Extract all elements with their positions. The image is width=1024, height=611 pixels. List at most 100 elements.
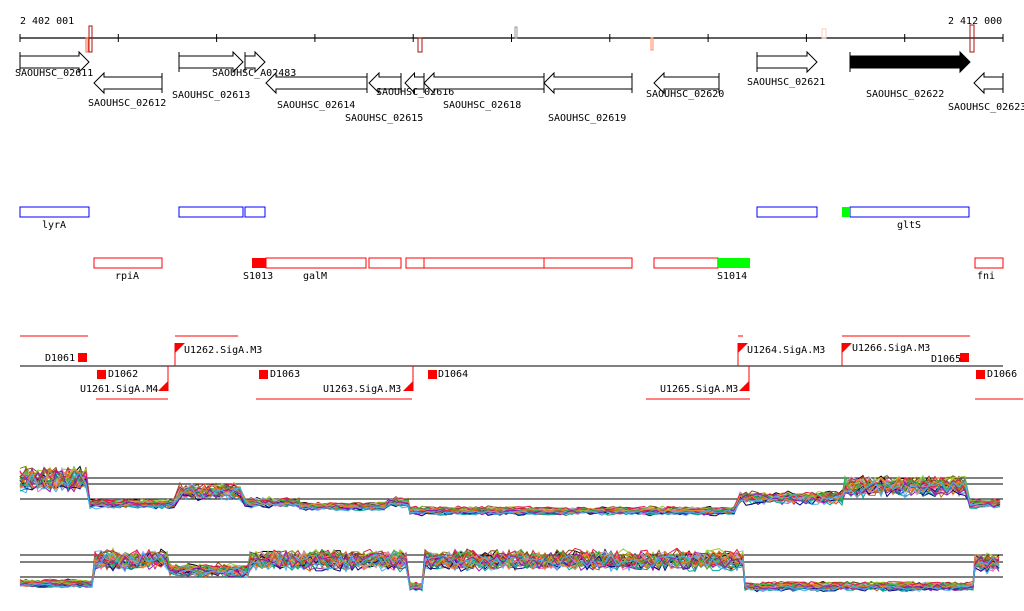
promoter-flag-icon: [175, 343, 185, 353]
gene-saouhsc_a02483[interactable]: SAOUHSC_A02483: [212, 50, 296, 79]
operon-box: [265, 257, 367, 269]
operon-box: [849, 206, 970, 218]
gene-arrow-icon: [368, 71, 402, 95]
operon-box: [19, 206, 90, 218]
feature-label[interactable]: D1064: [438, 369, 468, 380]
feature-label[interactable]: U1264.SigA.M3: [747, 345, 825, 356]
site-marker: [85, 37, 89, 53]
gene-saouhsc_02621[interactable]: SAOUHSC_02621: [747, 50, 825, 88]
feature-label[interactable]: D1061: [45, 353, 75, 364]
coordinate-ruler: 2 402 001 2 412 000: [19, 16, 1004, 53]
feature-label[interactable]: D1065: [931, 354, 961, 365]
gene-saouhsc_02616[interactable]: SAOUHSC_02616: [376, 71, 454, 98]
operon-label: S1013: [243, 271, 273, 282]
promoter-flag-icon: [158, 381, 168, 391]
site-marker: [88, 25, 93, 53]
site-marker: [969, 24, 975, 53]
operon-box: [653, 257, 719, 269]
terminator-marker: [976, 370, 985, 379]
promoter-flag-icon: [739, 381, 749, 391]
feature-label[interactable]: U1266.SigA.M3: [852, 343, 930, 354]
operon-box: [974, 257, 1004, 269]
operon-box: [756, 206, 818, 218]
gene-arrow-icon: [653, 71, 720, 95]
operon-label: rpiA: [115, 271, 139, 282]
expression-panel-bottom: [19, 546, 1003, 593]
gene-arrow-icon: [265, 71, 368, 95]
expression-trace: [19, 467, 1001, 514]
expression-trace: [19, 551, 1000, 593]
operon-label: S1014: [717, 271, 747, 282]
srna-box: [718, 258, 750, 268]
gene-label: SAOUHSC_A02483: [212, 68, 296, 79]
gene-saouhsc_02620[interactable]: SAOUHSC_02620: [646, 71, 724, 100]
terminator-marker: [78, 353, 87, 362]
gene-label: SAOUHSC_02622: [866, 89, 944, 100]
promoter-flag-icon: [403, 381, 413, 391]
gene-arrow-icon: [849, 50, 971, 74]
expression-trace: [19, 549, 1000, 592]
expression-trace: [19, 472, 1001, 516]
gene-label: SAOUHSC_02613: [172, 90, 250, 101]
gene-arrow-icon: [404, 71, 425, 95]
ruler-end-label: 2 412 000: [948, 16, 1002, 27]
gene-saouhsc_02612[interactable]: SAOUHSC_02612: [88, 71, 166, 109]
gene-arrow-icon: [178, 50, 244, 74]
operon-label: galM: [303, 271, 327, 282]
gene-arrow-icon: [93, 71, 163, 95]
site-marker: [514, 26, 518, 39]
gene-saouhsc_02619[interactable]: SAOUHSC_02619: [543, 71, 633, 124]
gene-arrow-icon: [973, 71, 1004, 95]
operon-box: [543, 257, 633, 269]
gene-arrow-icon: [543, 71, 633, 95]
gene-label: SAOUHSC_02611: [15, 68, 93, 79]
terminator-marker: [428, 370, 437, 379]
feature-label[interactable]: U1261.SigA.M4: [80, 384, 158, 395]
operon-box: [93, 257, 163, 269]
gene-saouhsc_02615[interactable]: SAOUHSC_02615: [345, 71, 423, 124]
gene-arrow-icon: [756, 50, 818, 74]
feature-label[interactable]: D1066: [987, 369, 1017, 380]
gene-saouhsc_02614[interactable]: SAOUHSC_02614: [265, 71, 368, 111]
site-marker: [650, 37, 654, 51]
site-marker: [417, 37, 423, 53]
gene-saouhsc_02623[interactable]: SAOUHSC_02623: [948, 71, 1024, 113]
site-marker: [821, 28, 827, 39]
gene-arrow-icon: [244, 50, 266, 74]
expression-panel-top: [19, 465, 1003, 517]
feature-label[interactable]: D1062: [108, 369, 138, 380]
forward-operon-track: lyrA gltS: [19, 206, 970, 231]
feature-label[interactable]: U1263.SigA.M3: [323, 384, 401, 395]
gene-track: SAOUHSC_02611SAOUHSC_02612SAOUHSC_02613S…: [15, 50, 1024, 124]
terminator-marker: [97, 370, 106, 379]
feature-label[interactable]: U1265.SigA.M3: [660, 384, 738, 395]
gene-label: SAOUHSC_02621: [747, 77, 825, 88]
gene-saouhsc_02613[interactable]: SAOUHSC_02613: [172, 50, 250, 101]
operon-box: [178, 206, 244, 218]
operon-label: gltS: [897, 220, 921, 231]
gene-arrow-icon: [423, 71, 545, 95]
gene-label: SAOUHSC_02623: [948, 102, 1024, 113]
operon-box: [423, 257, 545, 269]
promoter-flag-icon: [738, 343, 748, 353]
terminator-marker: [960, 353, 969, 362]
operon-box: [405, 257, 425, 269]
gene-label: SAOUHSC_02612: [88, 98, 166, 109]
gene-label: SAOUHSC_02620: [646, 89, 724, 100]
operon-label: lyrA: [42, 220, 66, 231]
feature-label[interactable]: D1063: [270, 369, 300, 380]
gene-saouhsc_02611[interactable]: SAOUHSC_02611: [15, 50, 93, 79]
gene-arrow-icon: [19, 50, 90, 74]
operon-box: [368, 257, 402, 269]
gene-saouhsc_02622[interactable]: SAOUHSC_02622: [849, 50, 971, 100]
ruler-start-label: 2 402 001: [20, 16, 74, 27]
promoter-flag-icon: [842, 343, 852, 353]
srna-box: [252, 258, 266, 268]
feature-label[interactable]: U1262.SigA.M3: [184, 345, 262, 356]
gene-label: SAOUHSC_02618: [443, 100, 521, 111]
operon-box: [244, 206, 266, 218]
terminator-marker: [259, 370, 268, 379]
